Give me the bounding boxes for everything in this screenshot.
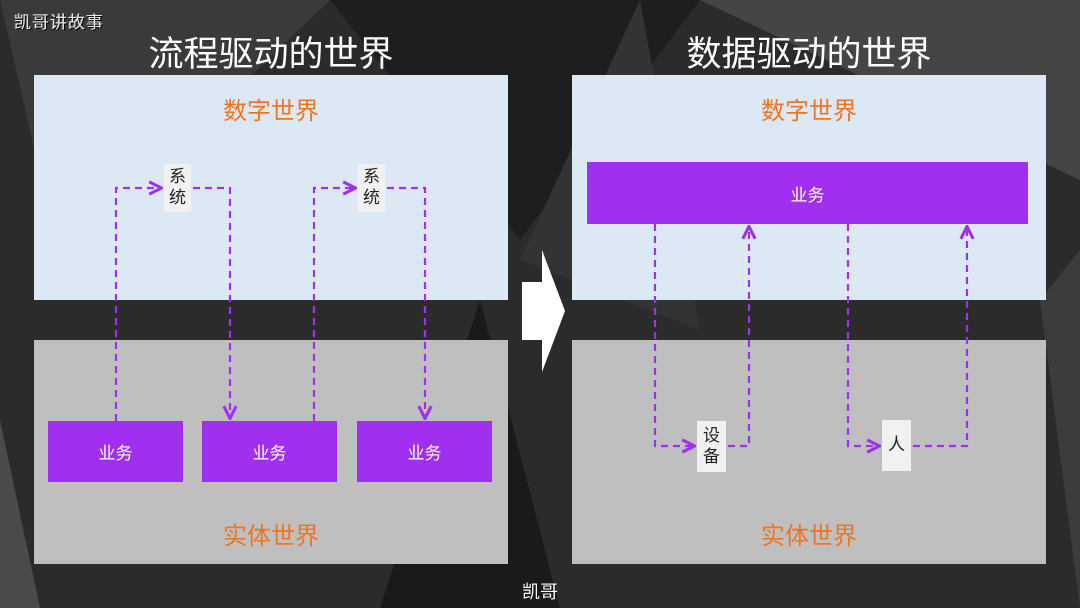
- left-digital-world: 数字世界: [34, 75, 508, 300]
- system-tag-2: 系 统: [358, 164, 385, 212]
- business-box-2: 业务: [202, 421, 337, 482]
- left-title: 流程驱动的世界: [148, 35, 394, 75]
- footer-author: 凯哥: [522, 582, 558, 603]
- logo: 凯哥讲故事: [14, 13, 104, 33]
- business-bar: 业务: [587, 162, 1028, 224]
- business-box-1: 业务: [48, 421, 183, 482]
- right-digital-label: 数字世界: [761, 97, 857, 125]
- system-tag-1: 系 统: [164, 164, 191, 212]
- person-tag: 人: [882, 420, 911, 471]
- left-digital-label: 数字世界: [223, 97, 319, 125]
- business-box-3: 业务: [357, 421, 492, 482]
- left-physical-label: 实体世界: [223, 522, 319, 550]
- device-tag: 设 备: [697, 421, 726, 472]
- right-physical-world: 实体世界: [572, 340, 1046, 564]
- right-physical-label: 实体世界: [761, 522, 857, 550]
- right-title: 数据驱动的世界: [686, 35, 932, 75]
